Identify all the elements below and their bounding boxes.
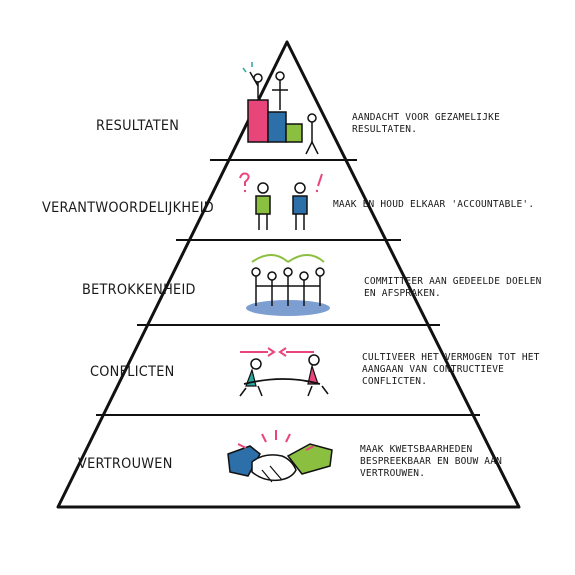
description-line: MAAK KWETSBAARHEDEN bbox=[360, 444, 473, 455]
tier-label-conflicten: CONFLICTEN bbox=[90, 364, 175, 380]
two-people-question-icon bbox=[239, 172, 323, 230]
handshake-icon bbox=[227, 430, 333, 483]
tier-label-vertrouwen: VERTROUWEN bbox=[78, 456, 173, 472]
tier-description-betrokkenheid: COMMITTEER AAN GEDEELDE DOELEN EN AFSPRA… bbox=[364, 276, 569, 300]
description-line: AANDACHT VOOR GEZAMELIJKE bbox=[352, 112, 500, 123]
description-line: VERTROUWEN. bbox=[360, 468, 426, 479]
podium-figures-icon bbox=[242, 62, 319, 155]
description-line: EN AFSPRAKEN. bbox=[364, 288, 441, 299]
tier-description-verantwoordelijkheid: MAAK EN HOUD ELKAAR 'ACCOUNTABLE'. bbox=[333, 199, 568, 211]
description-line: BESPREEKBAAR EN BOUW AAN bbox=[360, 456, 503, 467]
group-holding-hands-icon bbox=[246, 254, 330, 316]
description-line: AANGAAN VAN CONTRUCTIEVE bbox=[362, 364, 505, 375]
tier-description-resultaten: AANDACHT VOOR GEZAMELIJKE RESULTATEN. bbox=[352, 112, 557, 136]
tier-label-verantwoordelijkheid: VERANTWOORDELIJKHEID bbox=[42, 200, 214, 216]
description-line: COMMITTEER AAN GEDEELDE DOELEN bbox=[364, 276, 542, 287]
tier-label-betrokkenheid: BETROKKENHEID bbox=[82, 282, 196, 298]
pyramid-outline bbox=[56, 40, 521, 509]
tier-description-conflicten: CULTIVEER HET VERMOGEN TOT HET AANGAAN V… bbox=[362, 352, 567, 388]
description-line: RESULTATEN. bbox=[352, 124, 418, 135]
description-line: CONFLICTEN. bbox=[362, 376, 428, 387]
tier-description-vertrouwen: MAAK KWETSBAARHEDEN BESPREEKBAAR EN BOUW… bbox=[360, 444, 565, 480]
description-line: MAAK EN HOUD ELKAAR 'ACCOUNTABLE'. bbox=[333, 199, 535, 210]
tier-label-resultaten: RESULTATEN bbox=[96, 118, 180, 134]
tug-of-war-icon bbox=[239, 347, 329, 397]
description-line: CULTIVEER HET VERMOGEN TOT HET bbox=[362, 352, 540, 363]
